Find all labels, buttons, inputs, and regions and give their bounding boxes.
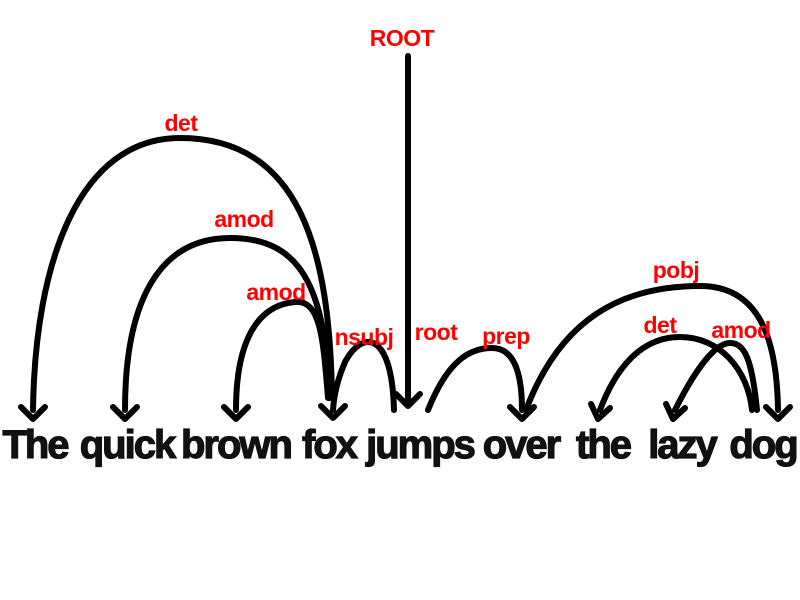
arc-label-pobj: pobj	[653, 257, 700, 283]
word-lazy: lazy	[648, 423, 718, 467]
word-quick: quick	[80, 423, 177, 467]
arc-label-root: root	[415, 319, 459, 345]
word-over: over	[483, 423, 561, 467]
word-fox: fox	[302, 423, 358, 467]
arrowhead-dog	[763, 404, 793, 422]
arrowhead-the-2	[588, 401, 613, 422]
word-the-2: the	[576, 423, 631, 467]
arrowhead-over	[507, 404, 537, 422]
arrowhead-the	[18, 404, 48, 422]
arc-amod-fox-quick	[122, 235, 333, 413]
word-the: The	[2, 423, 68, 467]
arc-prep-jumps-over	[425, 345, 525, 413]
arc-pobj-over-dog	[523, 283, 781, 413]
arrowhead-lazy	[663, 401, 688, 422]
arc-label-amod-lazy: amod	[711, 317, 770, 343]
arrowhead-brown	[221, 404, 251, 422]
arc-label-nsubj: nsubj	[335, 324, 394, 350]
arc-amod-fox-brown	[233, 298, 331, 413]
arc-det-dog-the	[597, 334, 755, 413]
arrowhead-quick	[110, 404, 140, 422]
arc-det-fox-the	[30, 135, 335, 413]
word-dog: dog	[729, 423, 796, 467]
arrowhead-jumps	[393, 391, 423, 409]
arc-label-det-the-2: det	[644, 312, 678, 338]
arc-amod-dog-lazy	[672, 340, 760, 413]
arrowhead-fox	[318, 403, 348, 421]
arc-nsubj-jumps-fox	[330, 339, 397, 413]
word-brown: brown	[181, 423, 291, 467]
arc-label-amod-quick: amod	[214, 206, 273, 232]
root-label: ROOT	[370, 25, 435, 51]
arc-label-amod-brown: amod	[246, 279, 305, 305]
arc-label-prep: prep	[482, 323, 530, 349]
word-jumps: jumps	[365, 423, 475, 467]
arc-label-det-the: det	[165, 110, 199, 136]
